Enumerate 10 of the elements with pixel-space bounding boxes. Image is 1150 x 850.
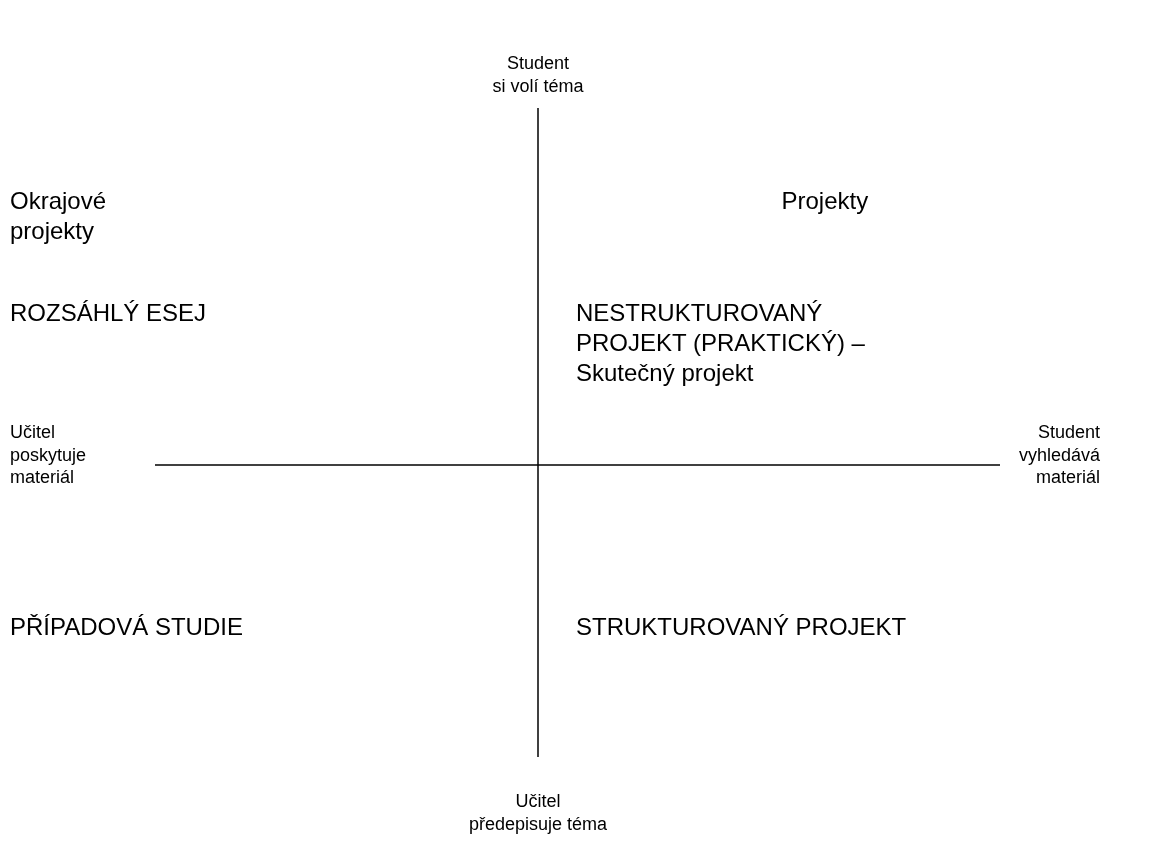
quadrant-title: Okrajové projekty — [10, 186, 107, 246]
axis-label: Student vyhledává materiál — [1019, 421, 1101, 489]
quadrant-title: Projekty — [781, 186, 869, 216]
axis-label: Učitel poskytuje materiál — [10, 421, 87, 489]
quadrant-item: STRUKTUROVANÝ PROJEKT — [576, 612, 907, 642]
quadrant-item: NESTRUKTUROVANÝ PROJEKT (PRAKTICKÝ) – Skutečný projekt — [576, 298, 865, 388]
axis-label: Student si volí téma — [492, 52, 584, 97]
quadrant-item: ROZSÁHLÝ ESEJ — [10, 298, 207, 328]
axis-label: Učitel předepisuje téma — [469, 790, 608, 835]
quadrant-item: PŘÍPADOVÁ STUDIE — [10, 612, 243, 642]
